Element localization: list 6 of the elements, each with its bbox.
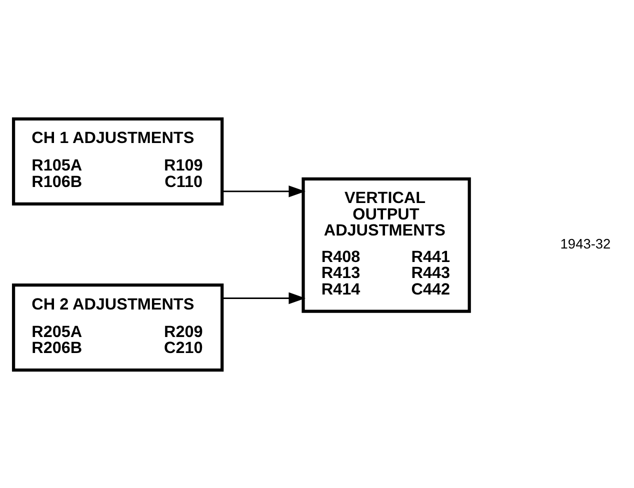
node-box: VERTICAL OUTPUT ADJUSTMENTS R408 R413 R414 R441 R443 C442 — [302, 176, 471, 312]
arrow — [222, 185, 306, 197]
arrow — [222, 292, 306, 304]
node-box: CH 1 ADJUSTMENTS R105A R106B R109 C110 — [12, 116, 224, 205]
node-box: CH 2 ADJUSTMENTS R205A R206B R209 C210 — [12, 283, 224, 372]
label: 1943-32 — [560, 236, 611, 252]
